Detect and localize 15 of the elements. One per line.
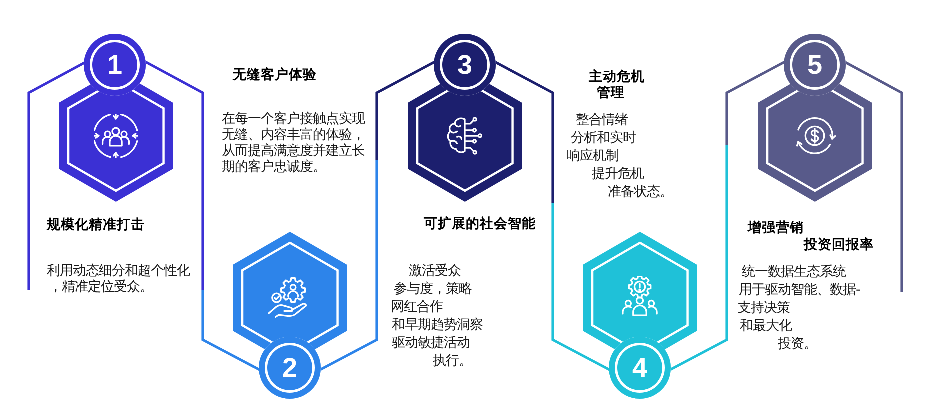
step-title: 规模化精准打击 [47,216,145,234]
step-title: 主动危机管理 [589,69,645,101]
step-description: 在每一个客户接触点实现无缝、内容丰富的体验，从而提高满意度并建立长期的客户忠诚度。 [222,112,365,176]
number-circle: 2 [259,337,321,399]
number-circle: 3 [434,34,496,96]
step-description: 统一数据生态系统用于驱动智能、数据-支持决策和最大化投资。 [738,264,861,354]
step-title: 无缝客户体验 [233,66,317,84]
step-title: 可扩展的社会智能 [424,215,536,233]
step-description: 整合情绪分析和实时响应机制提升危机准备状态。 [567,112,673,202]
number-circle: 1 [84,34,146,96]
step-description: 激活受众参与度，策略网红合作和早期趋势洞察驱动敏捷活动执行。 [391,263,483,371]
step-description: 利用动态细分和超个性化，精准定位受众。 [47,264,190,296]
step-title: 增强营销投资回报率 [748,220,874,254]
number-circle: 5 [784,34,846,96]
number-circle: 4 [609,337,671,399]
